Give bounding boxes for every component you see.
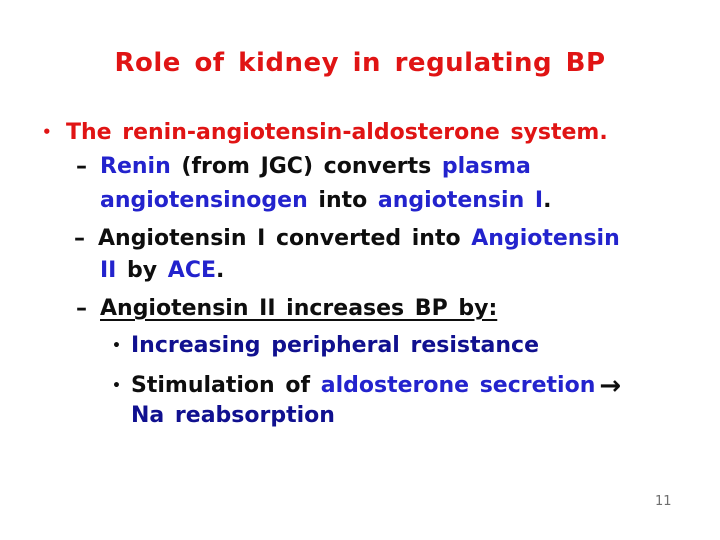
by-text: by bbox=[116, 258, 168, 283]
renin-mid-text: (from JGC) converts bbox=[170, 154, 442, 179]
angiotensin-two-term: Angiotensin bbox=[471, 226, 620, 251]
conversion-lead-text: Angiotensin I converted into bbox=[98, 226, 472, 251]
aldosterone-term: aldosterone secretion bbox=[320, 373, 596, 398]
mechanism1-text: Increasing peripheral resistance bbox=[131, 333, 539, 358]
na-reabsorption-text: Na reabsorption bbox=[131, 403, 335, 428]
mechanism-resistance: • Increasing peripheral resistance bbox=[112, 332, 539, 360]
sub-bullet-renin-line2: angiotensinogen into angiotensin I. bbox=[100, 187, 551, 215]
dash-bullet-icon: – bbox=[76, 154, 87, 179]
sub-bullet-conversion-line2: II by ACE. bbox=[100, 257, 224, 285]
into-text: into bbox=[307, 188, 378, 213]
dash-bullet-icon: – bbox=[76, 296, 87, 321]
stimulation-lead-text: Stimulation of bbox=[131, 373, 321, 398]
bullet1-text: The renin-angiotensin-aldosterone system… bbox=[66, 120, 608, 145]
right-arrow-icon: → bbox=[599, 371, 622, 401]
level1-bullet-icon: • bbox=[42, 123, 52, 141]
slide-title: Role of kidney in regulating BP bbox=[114, 48, 606, 78]
level3-bullet-icon: • bbox=[112, 338, 121, 354]
mechanism-aldosterone-line2: Na reabsorption bbox=[131, 402, 335, 430]
sub-bullet-renin-line1: –Renin (from JGC) converts plasma bbox=[76, 153, 531, 181]
angiotensin-two-numeral: II bbox=[100, 258, 117, 283]
angiotensin-one-term: angiotensin I bbox=[377, 188, 544, 213]
period-text: . bbox=[216, 258, 225, 283]
dash-bullet-icon: – bbox=[74, 226, 85, 251]
renin-term: Renin bbox=[100, 154, 171, 179]
increase-heading-text: Angiotensin II increases BP by: bbox=[100, 296, 498, 321]
level3-bullet-icon: • bbox=[112, 378, 121, 394]
period-text: . bbox=[543, 188, 552, 213]
angiotensinogen-term: angiotensinogen bbox=[100, 188, 308, 213]
sub-bullet-conversion-line1: –Angiotensin I converted into Angiotensi… bbox=[74, 225, 620, 253]
slide-page-number: 11 bbox=[655, 494, 672, 509]
ace-term: ACE bbox=[167, 258, 216, 283]
sub-bullet-increase-heading: –Angiotensin II increases BP by: bbox=[76, 295, 497, 323]
mechanism-aldosterone-line1: • Stimulation of aldosterone secretion→ bbox=[112, 372, 621, 400]
bullet-renin-system: • The renin-angiotensin-aldosterone syste… bbox=[42, 118, 608, 147]
plasma-term: plasma bbox=[441, 154, 531, 179]
